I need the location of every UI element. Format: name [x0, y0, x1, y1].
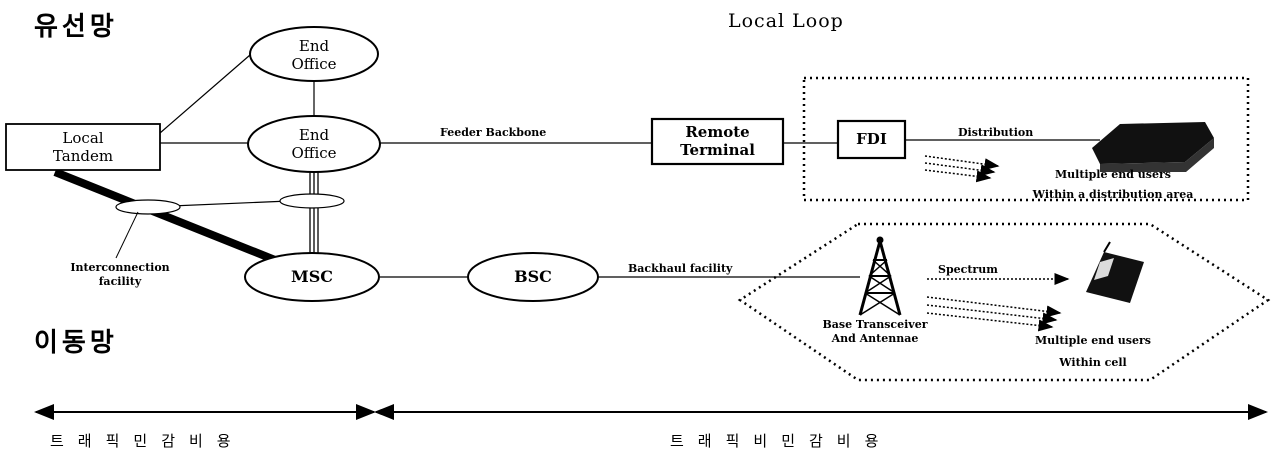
local-tandem-label: Local Tandem: [6, 129, 160, 165]
wired-users-line-2: Within a distribution area: [1003, 185, 1223, 205]
link-tandem-msc: [55, 172, 275, 260]
wired-users-note: Multiple end users Within a distribution…: [1003, 165, 1223, 205]
mobile-phone-icon: [1086, 242, 1144, 303]
remote-terminal-label: Remote Terminal: [652, 123, 783, 159]
mobile-network-title: 이동망: [34, 322, 118, 359]
wired-arrow-2: [925, 163, 994, 172]
interconnection-ellipse-left: [116, 200, 180, 214]
local-tandem-line-2: Tandem: [6, 147, 160, 165]
wired-arrow-3: [925, 170, 990, 178]
interconnection-ellipse-right: [280, 194, 344, 208]
traffic-sensitive-cost-label: 트래픽민감비용: [50, 430, 245, 451]
base-station-note: Base Transceiver And Antennae: [810, 318, 940, 346]
mobile-users-line-2: Within cell: [1018, 352, 1168, 374]
traffic-insensitive-cost-label: 트래픽비민감비용: [670, 430, 892, 451]
end-office-mid-label: End Office: [264, 126, 364, 162]
end-office-top-line-1: End: [264, 37, 364, 55]
wired-users-line-1: Multiple end users: [1003, 165, 1223, 185]
mobile-arrow-1: [927, 297, 1060, 313]
end-office-top-line-2: Office: [264, 55, 364, 73]
mobile-arrow-3: [927, 313, 1052, 327]
interconnection-line-1: Interconnection: [45, 261, 195, 275]
backhaul-label: Backhaul facility: [628, 262, 732, 275]
mobile-users-line-1: Multiple end users: [1018, 330, 1168, 352]
remote-terminal-line-2: Terminal: [652, 141, 783, 159]
feeder-backbone-label: Feeder Backbone: [440, 126, 546, 139]
base-station-tower-icon: [860, 237, 900, 315]
remote-terminal-line-1: Remote: [652, 123, 783, 141]
distribution-label: Distribution: [958, 126, 1033, 139]
bsc-label: BSC: [483, 268, 583, 286]
wired-arrow-1: [925, 156, 998, 166]
spectrum-label: Spectrum: [938, 263, 998, 276]
fdi-label: FDI: [838, 130, 905, 148]
interconnection-line-2: facility: [45, 275, 195, 289]
local-tandem-line-1: Local: [6, 129, 160, 147]
cell-hexagon: [740, 224, 1268, 380]
msc-label: MSC: [262, 268, 362, 286]
base-station-line-2: And Antennae: [810, 332, 940, 346]
wired-network-title: 유선망: [34, 6, 118, 43]
interconnection-label: Interconnection facility: [45, 261, 195, 289]
link-tandem-endoffice-top: [160, 55, 250, 133]
mobile-users-note: Multiple end users Within cell: [1018, 330, 1168, 374]
end-office-mid-line-1: End: [264, 126, 364, 144]
base-station-line-1: Base Transceiver: [810, 318, 940, 332]
end-office-top-label: End Office: [264, 37, 364, 73]
interconnection-pointer: [116, 212, 138, 258]
local-loop-title: Local Loop: [728, 10, 844, 32]
end-office-mid-line-2: Office: [264, 144, 364, 162]
mobile-arrow-2: [927, 305, 1056, 320]
